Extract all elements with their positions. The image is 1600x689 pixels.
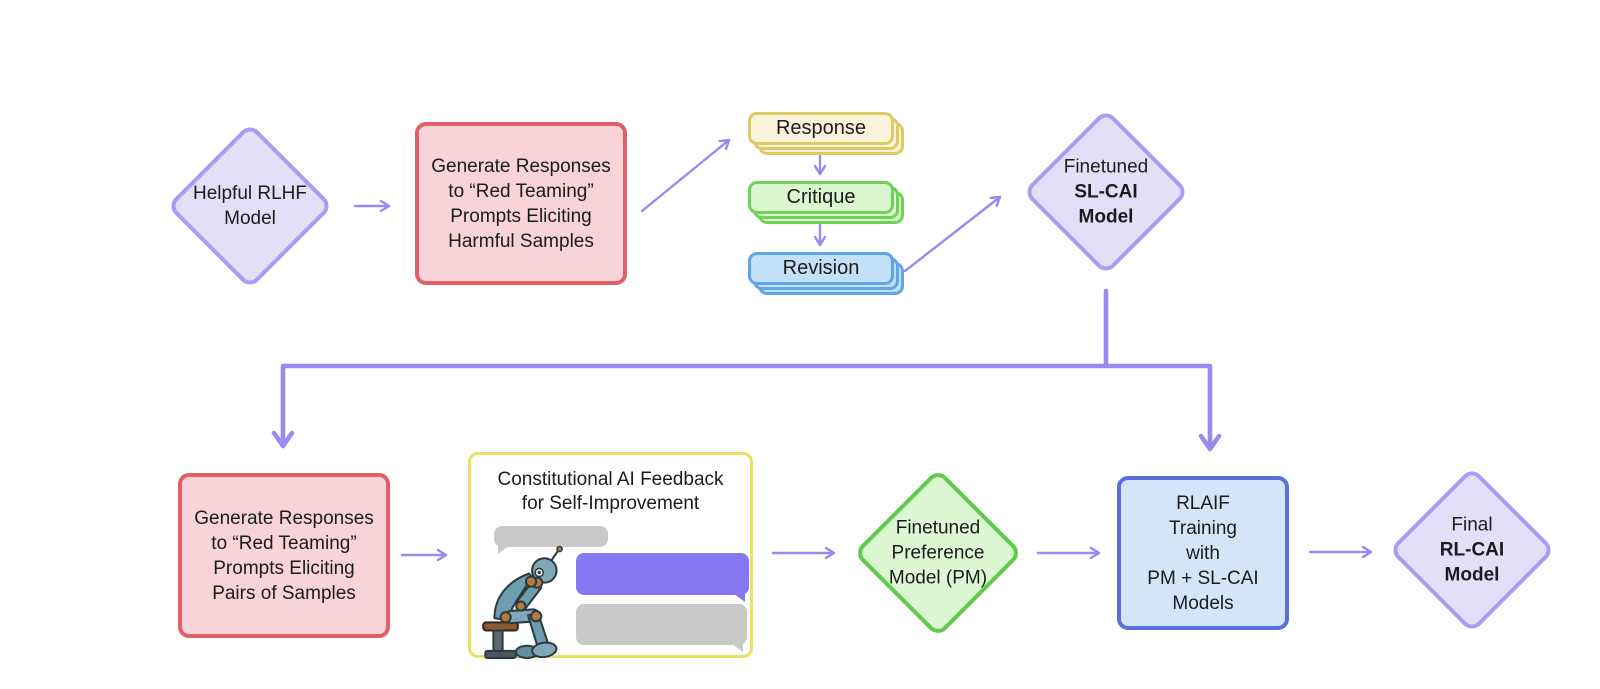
revision-card: Revision <box>748 252 894 285</box>
chat-bubble-critique <box>576 553 749 602</box>
critique-stack: Critique <box>748 181 906 226</box>
arrow-generate-to-response <box>640 138 731 213</box>
sl-cai-label: Finetuned SL-CAI Model <box>1063 156 1149 228</box>
final-rl-cai-label: Final RL-CAI Model <box>1439 514 1505 586</box>
revision-stack: Revision <box>748 252 906 297</box>
critique-card: Critique <box>748 181 894 214</box>
preference-model-label: Finetuned Preference Model (PM) <box>888 517 988 589</box>
helpful-rlhf-label: Helpful RLHF Model <box>192 183 308 229</box>
chat-bubble-revision <box>576 604 747 652</box>
connector-slcai-branches <box>271 363 1222 452</box>
response-card: Response <box>748 112 894 145</box>
arrow-revision-to-slcai <box>903 195 1002 273</box>
generate-harmful-box: Generate Responses to “Red Teaming” Prom… <box>415 122 627 285</box>
revision-label: Revision <box>782 257 860 279</box>
rlaif-training-box: RLAIF Training with PM + SL-CAI Models <box>1117 476 1289 630</box>
generate-pairs-box: Generate Responses to “Red Teaming” Prom… <box>178 473 390 638</box>
response-stack: Response <box>748 112 906 157</box>
chat-bubble-prompt <box>494 526 608 554</box>
thinker-robot-image <box>482 545 563 659</box>
critique-label: Critique <box>786 186 856 208</box>
cai-feedback-title: Constitutional AI Feedback for Self-Impr… <box>497 469 724 514</box>
response-label: Response <box>775 117 867 139</box>
cai-feedback-panel: Constitutional AI Feedback for Self-Impr… <box>468 452 753 659</box>
